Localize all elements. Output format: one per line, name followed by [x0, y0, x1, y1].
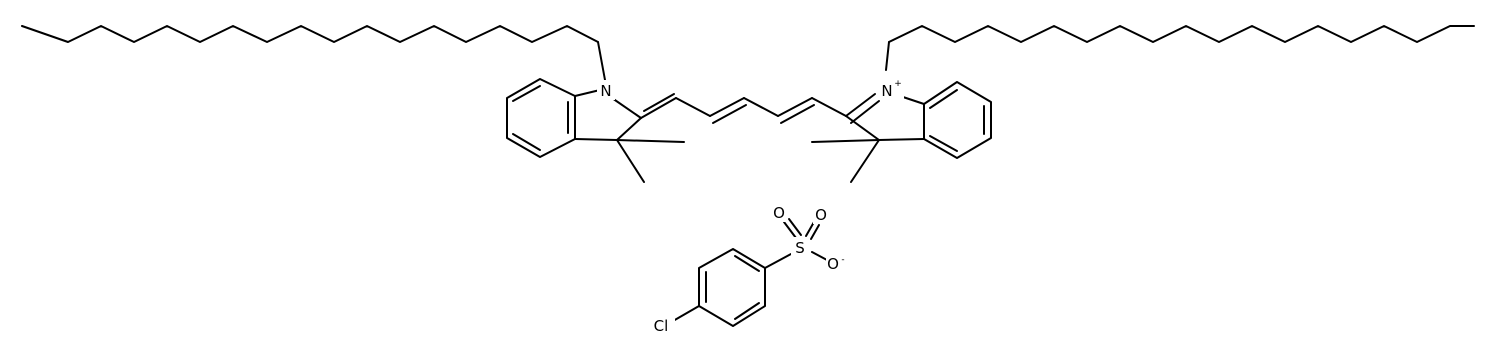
left-ring-bond — [574, 89, 601, 97]
bridge-single-bond — [675, 97, 711, 117]
oxygen-label-3: O — [827, 255, 839, 273]
left-benzene-ring — [506, 78, 576, 158]
bridge-single-bond — [743, 97, 779, 117]
left-nitrogen-label: N — [600, 82, 611, 100]
left-benzene-double-bond — [512, 133, 541, 151]
right-nitrogen-label: N — [881, 82, 892, 100]
left-alkyl-chain — [21, 25, 599, 43]
right-ring-bond — [878, 138, 925, 141]
sulfur-oxygen-double-bond — [805, 221, 815, 237]
left-benzene-double-bond — [512, 85, 541, 102]
sulfur-label: S — [795, 239, 805, 257]
right-cn-double-bond — [850, 100, 880, 124]
negative-charge-label: - — [841, 255, 844, 265]
right-cn-double-bond — [845, 93, 876, 117]
right-n-alkyl-bond — [885, 41, 890, 71]
oxygen-label-1: O — [773, 204, 785, 222]
right-benzene-double-bond — [929, 135, 958, 152]
anion-benzene-ring — [698, 248, 766, 327]
sulfur-oxygen-double-bond — [788, 218, 802, 236]
chlorine-label: Cl — [654, 317, 669, 335]
right-ring-bond — [845, 115, 880, 141]
carbon-chlorine-bond — [672, 305, 700, 322]
right-indoleninium-unit — [811, 41, 992, 183]
bridge-single-bond — [811, 97, 847, 117]
positive-charge-label: + — [894, 79, 902, 89]
bridge-double-bond — [780, 104, 815, 124]
right-benzene-ring — [923, 81, 992, 159]
right-methyl-bond — [850, 139, 880, 183]
anion-benzene-double-bond — [734, 255, 760, 272]
left-ring-bond — [611, 97, 642, 119]
left-indoline-unit — [506, 41, 685, 183]
left-ring-bond — [574, 138, 618, 141]
sulfur-oxygen-single-bond — [811, 251, 828, 261]
oxygen-label-2: O — [815, 206, 827, 224]
sulfur-oxygen-double-bond — [783, 221, 797, 239]
bridge-double-bond — [640, 97, 677, 119]
bridge-double-bond — [709, 97, 745, 117]
sulfur-oxygen-double-bond — [810, 224, 820, 240]
left-n-alkyl-bond — [597, 41, 606, 81]
chlorobenzenesulfonate-anion — [672, 218, 828, 327]
left-ring-bond — [616, 117, 642, 141]
right-benzene-double-bond — [929, 89, 958, 109]
anion-benzene-double-bond — [734, 302, 760, 320]
carbon-sulfur-bond — [764, 253, 792, 269]
bridge-double-bond — [712, 104, 747, 124]
right-alkyl-chain — [888, 25, 1475, 43]
bridge-double-bond — [777, 97, 813, 117]
bridge-double-bond — [643, 93, 675, 112]
right-methyl-bond — [811, 139, 880, 143]
left-methyl-bond — [616, 139, 685, 143]
polymethine-bridge — [640, 93, 847, 124]
left-methyl-bond — [616, 139, 645, 183]
